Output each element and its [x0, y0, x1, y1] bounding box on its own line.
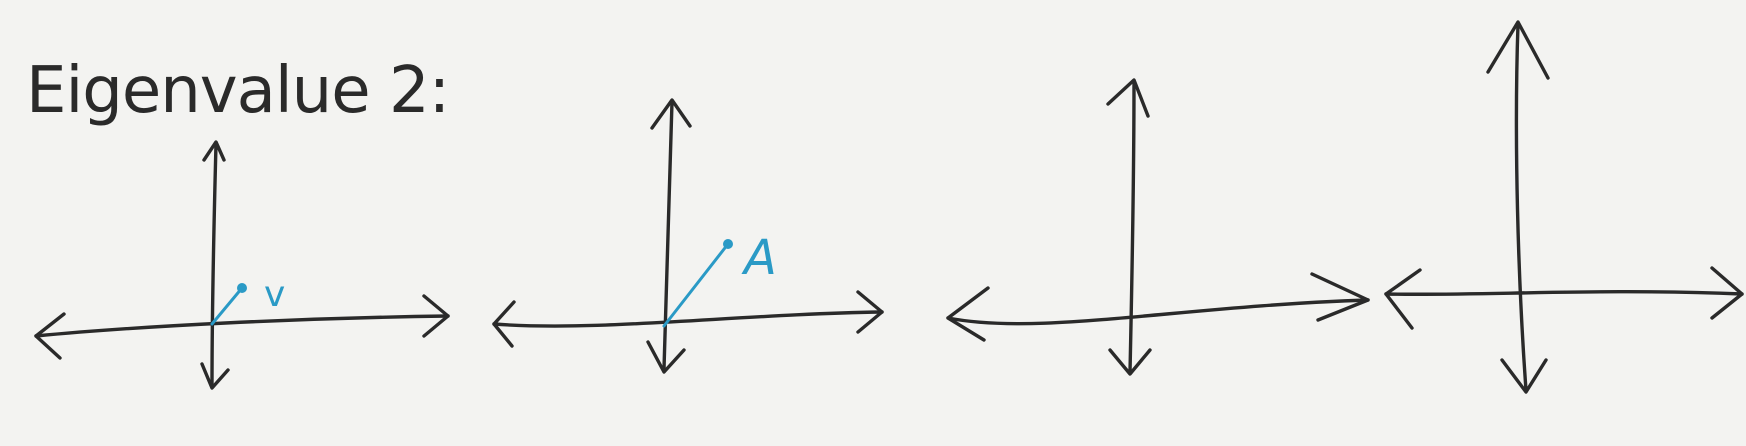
- y-axis-4-down-arrow: [1500, 358, 1548, 394]
- y-axis-3-up-arrow: [1106, 78, 1150, 118]
- x-axis-4-right-arrow: [1710, 266, 1744, 320]
- x-axis-3: [946, 298, 1370, 326]
- axes-panel-2: A: [492, 98, 884, 374]
- vector-v-tip: [237, 283, 247, 293]
- y-axis-1-down-arrow: [200, 362, 230, 390]
- x-axis-2-right-arrow: [856, 290, 884, 334]
- vector-label-v: v: [264, 274, 285, 315]
- x-axis-1: [34, 314, 450, 338]
- x-axis-1-right-arrow: [422, 294, 450, 338]
- vector-Av: [662, 242, 730, 328]
- x-axis-4: [1384, 290, 1744, 297]
- y-axis-4: [1514, 22, 1528, 392]
- y-axis-2: [662, 100, 674, 372]
- x-axis-2: [492, 310, 884, 328]
- vector-label-A: A: [741, 230, 777, 286]
- y-axis-1-up-arrow: [202, 140, 226, 162]
- y-axis-3: [1128, 80, 1136, 374]
- x-axis-3-left-arrow: [946, 286, 990, 342]
- x-axis-4-left-arrow: [1384, 268, 1422, 330]
- x-axis-1-left-arrow: [34, 312, 66, 360]
- y-axis-2-up-arrow: [650, 98, 692, 130]
- axes-panel-4: [1384, 20, 1744, 394]
- x-axis-2-left-arrow: [492, 300, 516, 348]
- y-axis-1: [210, 142, 218, 388]
- axes-panel-1: v: [34, 140, 450, 390]
- y-axis-3-down-arrow: [1108, 348, 1152, 376]
- axes-panel-3: [946, 78, 1370, 376]
- vector-Av-tip: [723, 239, 733, 249]
- title: Eigenvalue 2:: [26, 54, 449, 128]
- x-axis-3-right-arrow: [1310, 272, 1370, 322]
- vector-v: [210, 286, 244, 326]
- y-axis-2-down-arrow: [646, 340, 686, 374]
- y-axis-4-up-arrow: [1486, 20, 1550, 80]
